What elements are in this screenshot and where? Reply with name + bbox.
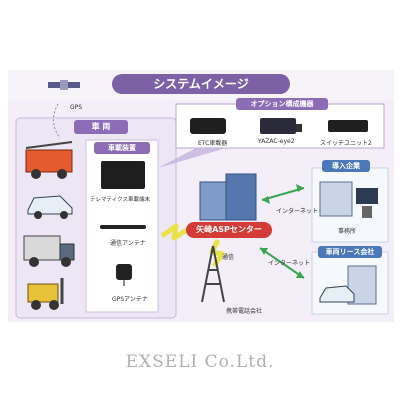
internet-label-lease: インターネット — [268, 260, 311, 267]
onboard-header: 車載装置 — [94, 142, 150, 154]
internet-arrow-1 — [261, 187, 305, 201]
yazac-eye-icon — [260, 118, 302, 134]
vehicle-header: 車 両 — [74, 120, 128, 134]
car-icon — [27, 195, 73, 219]
office-icon — [319, 181, 378, 218]
telematics-device-icon — [101, 161, 145, 189]
option-label-yazac: YAZAC-eye2 — [258, 138, 295, 145]
option-label-etc: ETC車載器 — [198, 140, 228, 147]
gps-label: GPS — [70, 104, 83, 111]
option-label-switch: スイッチユニット2 — [320, 140, 372, 147]
satellite-icon — [48, 80, 80, 90]
forklift-icon — [27, 278, 64, 310]
gps-antenna-label: GPSアンテナ — [112, 296, 148, 303]
comm-bolt-2 — [209, 238, 225, 268]
comm-antenna-icon — [100, 225, 146, 229]
lease-company-icon — [319, 265, 377, 305]
option-connector — [158, 148, 226, 168]
comm-bolt-1 — [160, 223, 192, 241]
diagram-title: システムイメージ — [112, 74, 290, 94]
office-label: 事務所 — [338, 228, 357, 235]
internet-label-adopter: インターネット — [276, 208, 319, 215]
switch-unit-icon — [328, 120, 368, 132]
carrier-label: 携帯電話会社 — [226, 308, 263, 315]
asp-center-label: 矢崎ASPセンター — [186, 222, 272, 238]
telematics-label: テレマティクス車載端末 — [90, 197, 151, 203]
gps-antenna-icon — [116, 264, 132, 286]
gps-link — [53, 103, 61, 139]
comm-label: 通信 — [222, 254, 235, 261]
fire-truck-icon — [25, 141, 73, 179]
adopter-header: 導入企業 — [322, 160, 370, 172]
cell-tower-icon — [201, 245, 225, 303]
asp-center-building-icon — [199, 173, 257, 221]
etc-unit-icon — [190, 118, 226, 134]
lease-header: 車両リース会社 — [318, 246, 382, 258]
internet-arrow-2 — [259, 247, 305, 279]
watermark: EXSELI Co.Ltd. — [125, 352, 275, 372]
comm-antenna-label: 通信アンテナ — [110, 240, 146, 247]
truck-icon — [23, 235, 75, 267]
option-header: オプション構成機器 — [236, 98, 328, 110]
